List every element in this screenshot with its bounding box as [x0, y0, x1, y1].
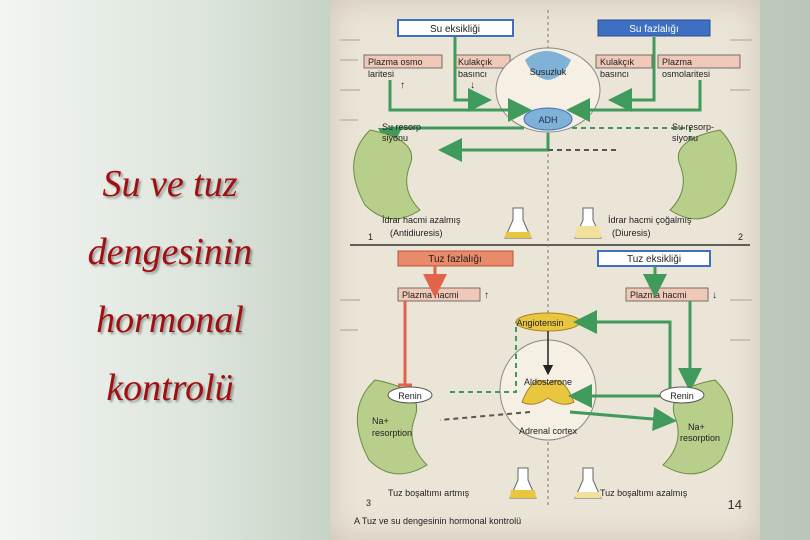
arrow-green-1	[453, 37, 492, 112]
adrenal-cortex-label: Adrenal cortex	[519, 426, 578, 436]
resorp-right-label: Su resorp-	[672, 122, 714, 132]
plazma-right-text-2: osmolaritesi	[662, 69, 710, 79]
susuzluk-label: Susuzluk	[530, 67, 567, 77]
plazma-left-up-glyph: ↑	[484, 290, 489, 301]
na-right-label-2: resorption	[680, 433, 720, 443]
kidney-right-top-icon	[669, 129, 737, 220]
kulakcik-right-text-2: basıncı	[600, 69, 629, 79]
title-line-2: dengesinin	[87, 231, 253, 273]
tuz-eksikligi-label: Tuz eksikliği	[627, 254, 681, 265]
arrow-green-5	[608, 37, 656, 112]
aldosterone-label: Aldosterone	[524, 377, 572, 387]
arrow-up-glyph: ↑	[400, 80, 405, 91]
tuz-left-label: Tuz boşaltımı artmış	[388, 488, 470, 498]
arrow-green-11	[569, 407, 677, 431]
renin-left-label: Renin	[398, 391, 422, 401]
idrar-right-label-2: (Diuresis)	[612, 228, 651, 238]
adh-label: ADH	[538, 115, 557, 125]
renin-right-label: Renin	[670, 391, 694, 401]
plazma-osmo-left-text: Plazma osmo	[368, 57, 423, 67]
su-eksikligi-label: Su eksikliği	[430, 24, 480, 35]
arrow-down-glyph: ↓	[470, 80, 475, 91]
tuz-right-label: Tuz boşaltımı azalmış	[600, 488, 688, 498]
brain-organ-icon	[525, 51, 571, 80]
slide-title: Su ve tuz dengesinin hormonal kontrolü	[40, 150, 300, 422]
su-fazlaligi-box	[597, 19, 711, 37]
na-right-label: Na+	[688, 422, 705, 432]
arrow-green-4	[438, 133, 550, 162]
plazma-right-text: Plazma	[662, 57, 692, 67]
resorp-left-label: Su resorp	[382, 122, 421, 132]
renin-right-pill	[659, 386, 705, 404]
su-eksikligi-box	[397, 19, 514, 37]
arrow-dashed-3	[450, 322, 517, 393]
arrow-dashed-4	[439, 411, 531, 421]
angiotensin-label: Angiotensin	[516, 318, 563, 328]
su-fazlaligi-label: Su fazlalığı	[629, 24, 678, 35]
na-left-label-2: resorption	[372, 428, 412, 438]
panel-number-3: 3	[366, 498, 371, 508]
plazma-osmo-left-box	[363, 54, 443, 69]
title-line-4: kontrolü	[106, 367, 234, 409]
flask-right-top-fill	[575, 226, 601, 238]
panel-number-2: 2	[738, 232, 743, 242]
kidney-left-top-icon	[353, 129, 421, 220]
resorp-left-label-2: siyonu	[382, 133, 408, 143]
tuz-fazlaligi-label: Tuz fazlalığı	[428, 254, 482, 265]
slide-number: 14	[727, 497, 742, 512]
kulakcik-left-text: Kulakçık	[458, 57, 493, 67]
arrow-green-6	[566, 80, 702, 122]
flask-left-bottom-fill	[510, 490, 536, 498]
figure-caption: A Tuz ve su dengesinin hormonal kontrolü	[354, 516, 521, 526]
plazma-right-box	[657, 54, 741, 69]
plazma-osmo-left-text-2: laritesi	[368, 69, 394, 79]
renin-left-pill	[387, 386, 433, 404]
plazma-right-down-glyph: ↓	[712, 290, 717, 301]
idrar-left-label-2: (Antidiuresis)	[390, 228, 443, 238]
kulakcik-left-text-2: basıncı	[458, 69, 487, 79]
arrow-green-10	[573, 310, 672, 396]
idrar-left-label: İdrar hacmi azalmış	[382, 215, 461, 225]
plazma-hacmi-left-label: Plazma hacmi	[402, 290, 459, 300]
kulakcik-right-box	[595, 54, 653, 69]
idrar-right-label: İdrar hacmi çoğalmış	[608, 215, 692, 225]
kulakcik-right-text: Kulakçık	[600, 57, 635, 67]
tuz-fazlaligi-box	[397, 250, 514, 267]
resorp-right-label-2: siyonu	[672, 133, 698, 143]
left-panel: Su ve tuz dengesinin hormonal kontrolü	[0, 0, 330, 540]
panel-number-1: 1	[368, 232, 373, 242]
title-line-1: Su ve tuz	[102, 163, 238, 205]
title-line-3: hormonal	[96, 299, 244, 341]
background-text-lines	[340, 39, 752, 341]
arrow-dashed-1	[572, 127, 691, 140]
na-left-label: Na+	[372, 416, 389, 426]
arrow-green-2	[388, 80, 532, 122]
flask-left-top-fill	[505, 232, 531, 238]
hormonal-control-figure: Su eksikliği Su fazlalığı Plazma osmo la…	[330, 0, 760, 540]
plazma-hacmi-right-label: Plazma hacmi	[630, 290, 687, 300]
figure-diagram: Su eksikliği Su fazlalığı Plazma osmo la…	[340, 10, 752, 526]
flask-right-bottom-fill	[575, 492, 601, 498]
